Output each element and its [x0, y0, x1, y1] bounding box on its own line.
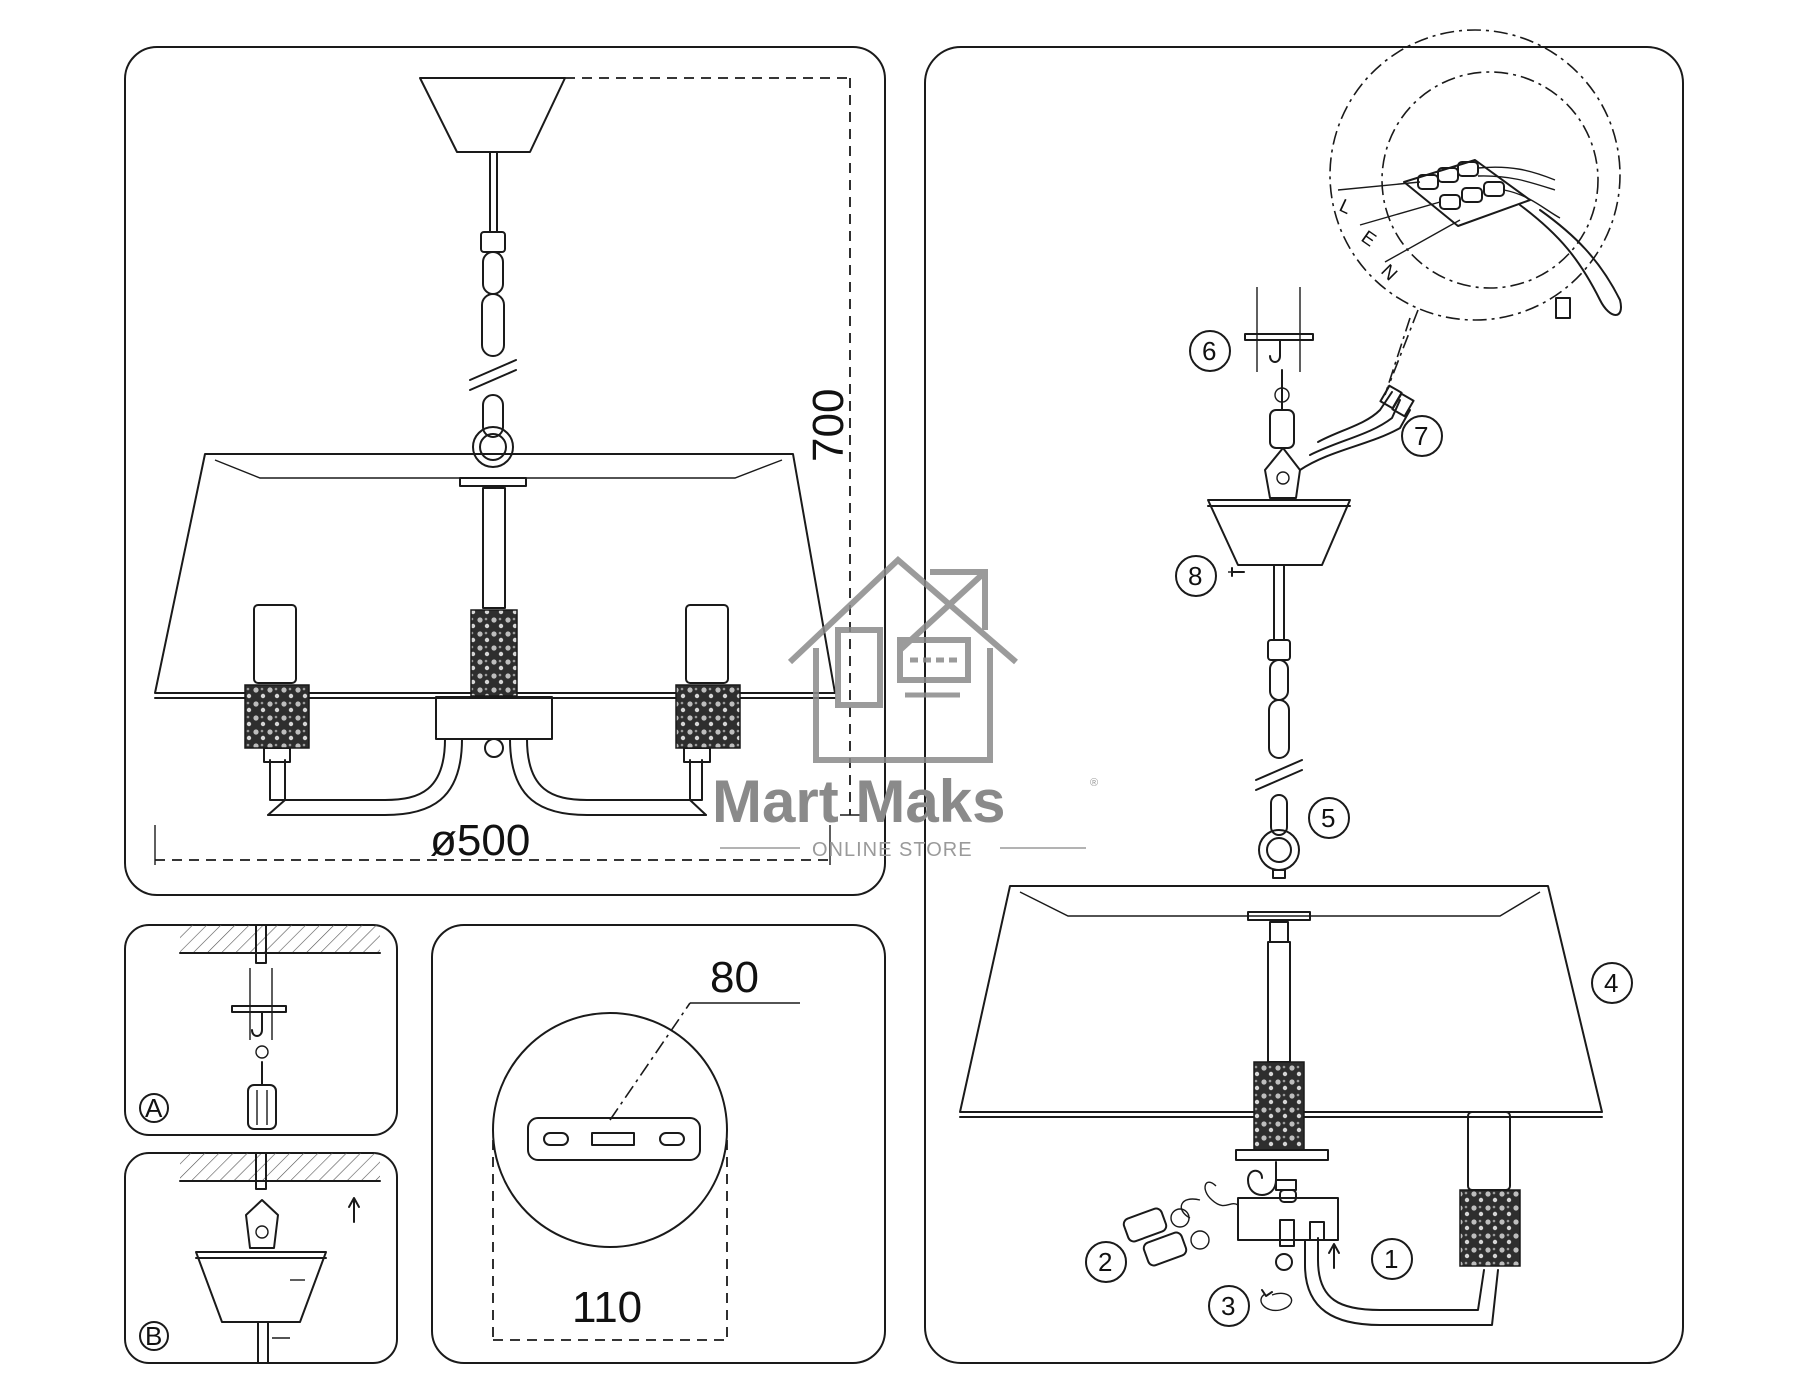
- watermark-tagline: ONLINE STORE: [812, 839, 973, 861]
- step-5-label: 5: [1321, 803, 1335, 833]
- mounting-panel-a: [124, 924, 398, 1136]
- step-1-label: 1: [1384, 1244, 1398, 1274]
- assembly-panel: [924, 29, 1684, 1364]
- step-6-label: 6: [1202, 336, 1216, 366]
- step-4-label: 4: [1604, 968, 1618, 998]
- watermark-brand: Mart Maks: [712, 768, 1005, 835]
- step-3-label: 3: [1221, 1291, 1235, 1321]
- watermark-registered: ®: [1090, 777, 1098, 789]
- height-dimension-label: 700: [804, 389, 853, 462]
- dimension-panel: [124, 46, 886, 896]
- step-2-label: 2: [1098, 1247, 1112, 1277]
- plate-diameter-label: 110: [572, 1283, 642, 1332]
- plate-width-label: 80: [710, 953, 759, 1002]
- watermark-logo-icon: [787, 555, 1018, 763]
- step-8-label: 8: [1188, 561, 1202, 591]
- mounting-panel-b: [124, 1152, 398, 1364]
- panel-b-label: B: [145, 1321, 162, 1351]
- step-7-label: 7: [1414, 421, 1428, 451]
- panel-a-label: A: [145, 1093, 163, 1123]
- mounting-plate-panel: [431, 924, 886, 1364]
- diameter-dimension-label: ø500: [430, 816, 530, 865]
